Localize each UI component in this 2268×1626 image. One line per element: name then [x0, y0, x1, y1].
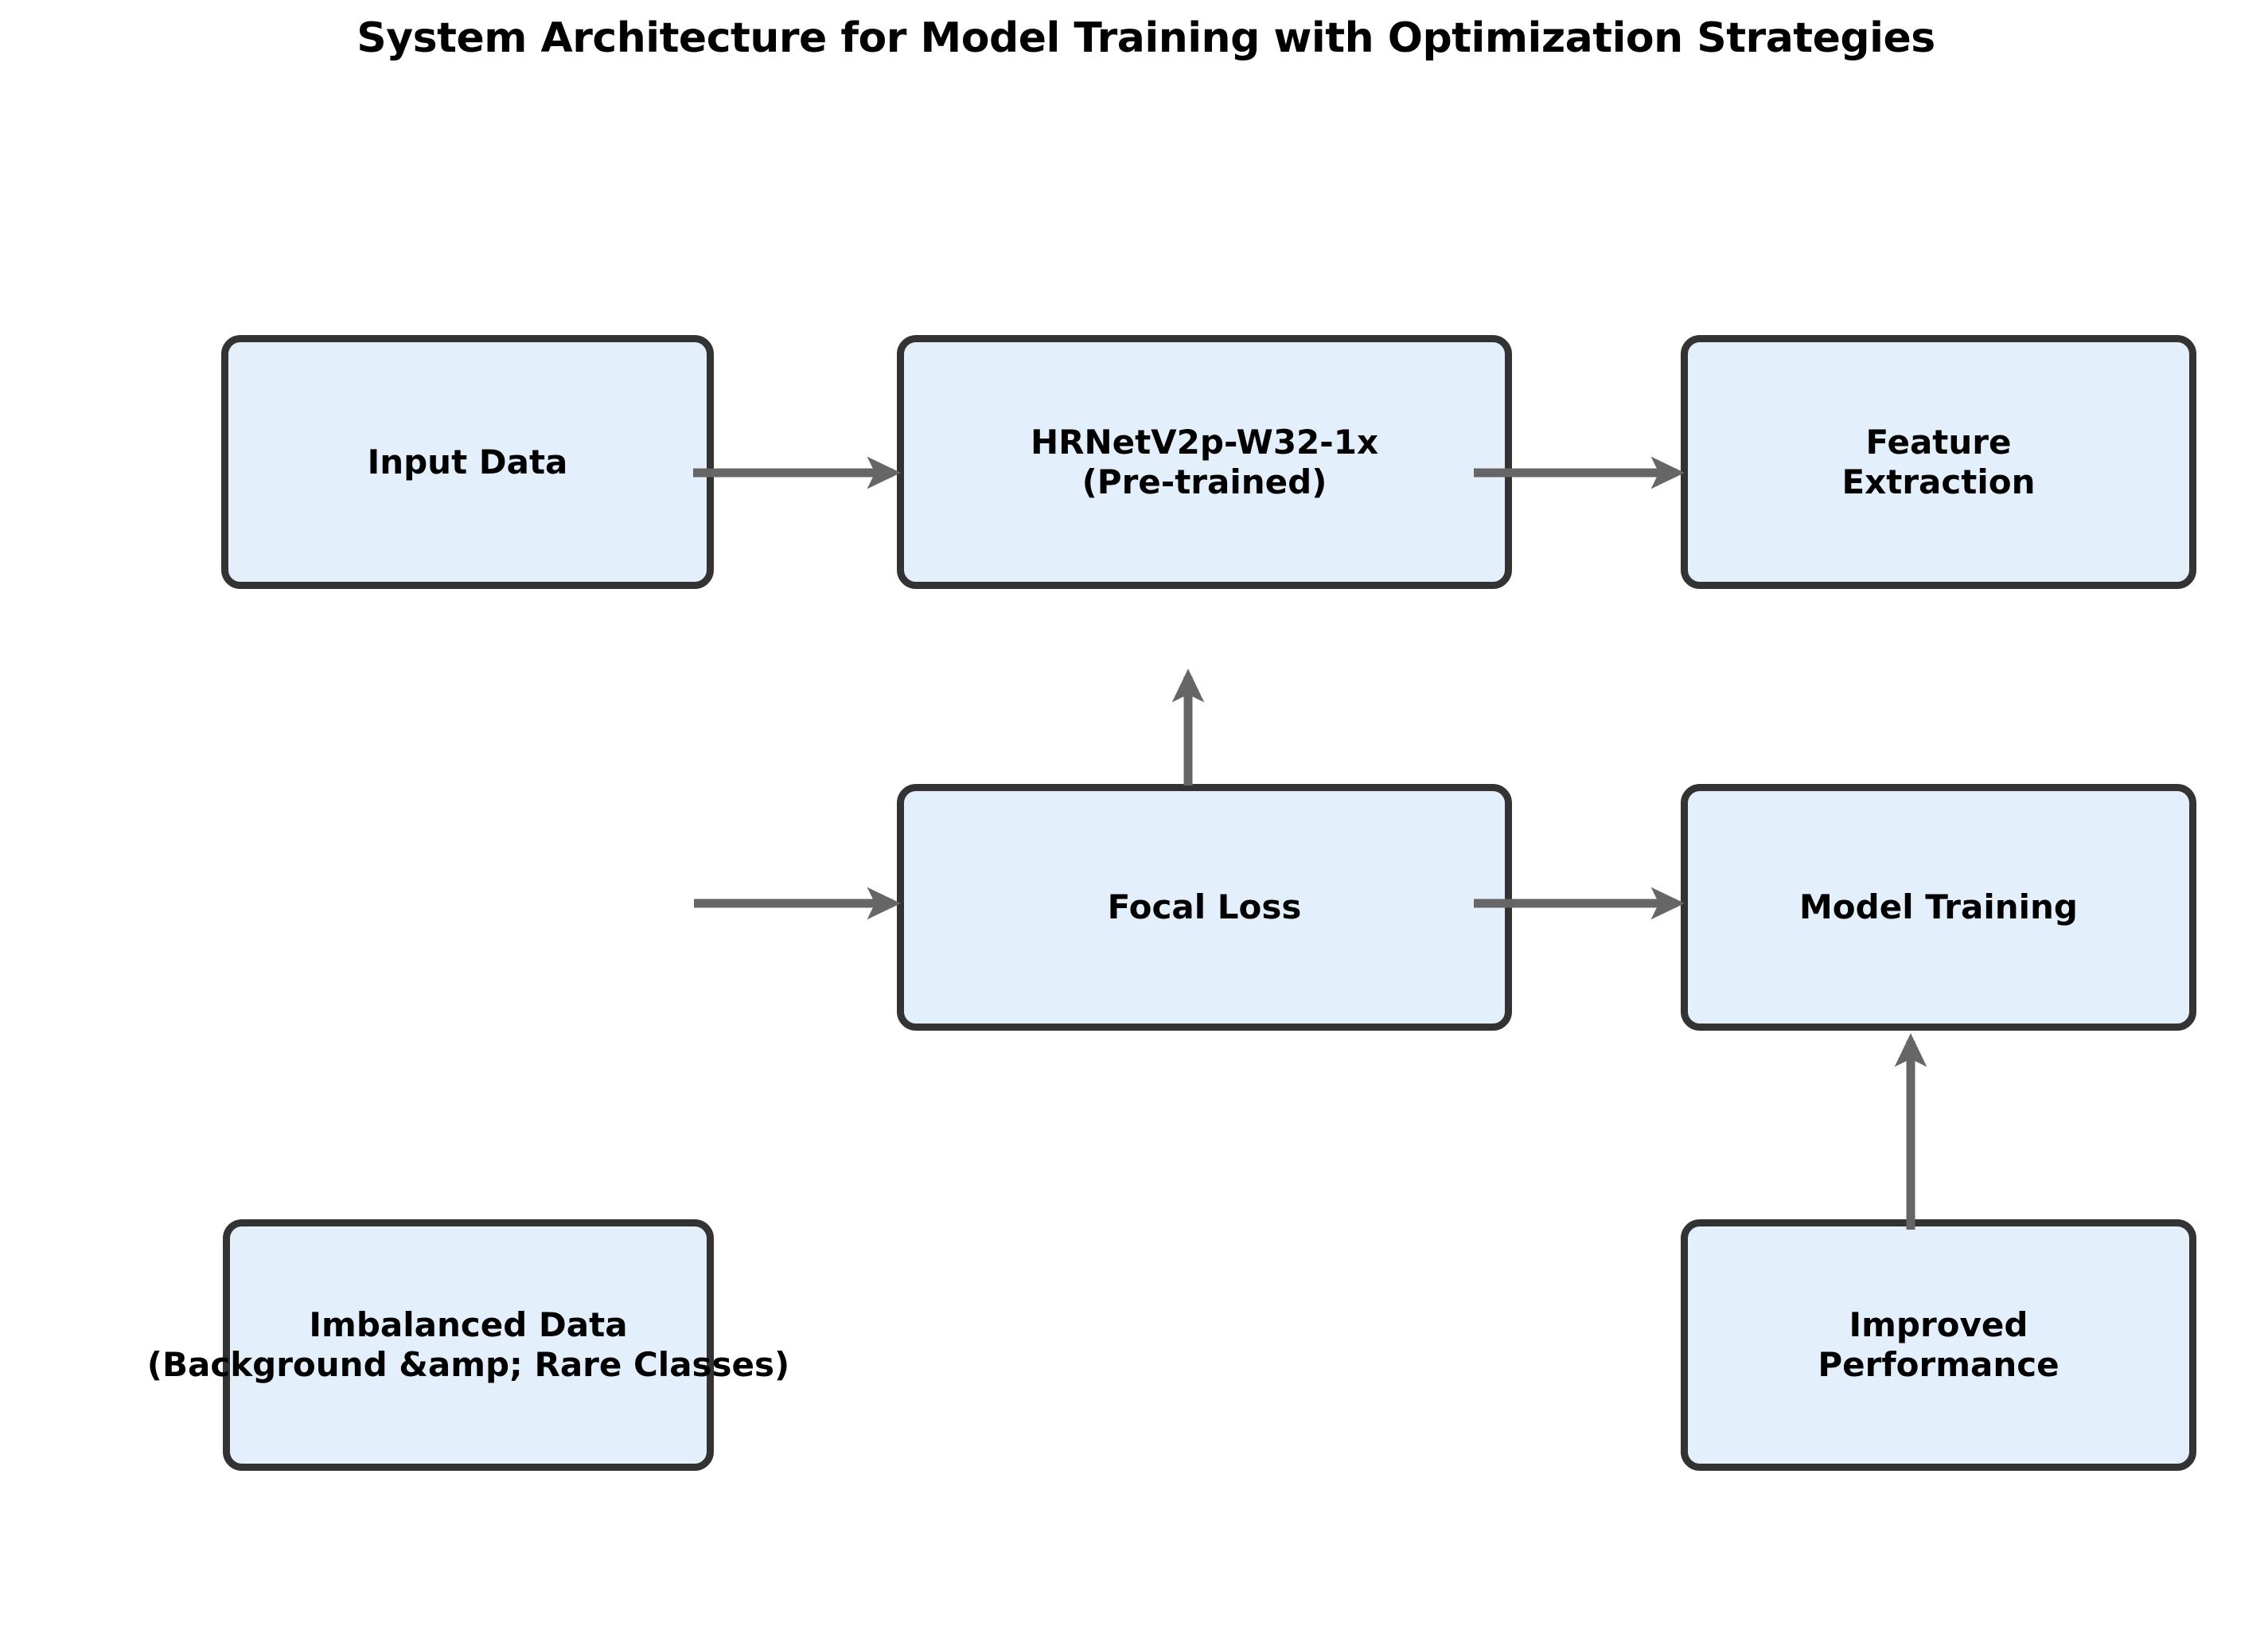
page-title: System Architecture for Model Training w…	[357, 14, 1935, 62]
node-label-line2: Extraction	[1841, 462, 2036, 501]
node-imbalanced-data[interactable]: Imbalanced Data (Background &amp; Rare C…	[147, 1219, 789, 1471]
node-label-line2: (Background &amp; Rare Classes)	[146, 1345, 790, 1384]
node-model-training[interactable]: Model Training	[1681, 784, 2196, 1031]
node-label-line1: Model Training	[1799, 887, 2078, 927]
node-label: Model Training	[1799, 887, 2078, 927]
node-label: Imbalanced Data (Background &amp; Rare C…	[147, 1305, 789, 1384]
node-input-data[interactable]: Input Data	[221, 335, 714, 589]
node-label-line1: Feature	[1865, 422, 2012, 462]
node-hrnet-backbone[interactable]: HRNetV2p-W32-1x (Pre-trained)	[897, 335, 1512, 589]
node-focal-loss[interactable]: Focal Loss	[897, 784, 1512, 1031]
node-label-line1: HRNetV2p-W32-1x	[1030, 422, 1379, 462]
node-label-line1: Improved	[1849, 1305, 2028, 1345]
node-label: Focal Loss	[1108, 887, 1302, 927]
node-label-line2: Performance	[1818, 1345, 2060, 1384]
node-label-line2: (Pre-trained)	[1081, 462, 1327, 501]
node-label: Feature Extraction	[1841, 423, 2035, 501]
node-label: Improved Performance	[1818, 1305, 2059, 1384]
node-label: HRNetV2p-W32-1x (Pre-trained)	[1031, 423, 1378, 501]
node-label-line1: Input Data	[367, 442, 568, 482]
node-label: Input Data	[368, 443, 568, 482]
node-improved-performance[interactable]: Improved Performance	[1681, 1219, 2196, 1471]
node-label-line1: Focal Loss	[1107, 887, 1302, 927]
node-feature-extraction[interactable]: Feature Extraction	[1681, 335, 2196, 589]
node-label-line1: Imbalanced Data	[309, 1305, 628, 1345]
